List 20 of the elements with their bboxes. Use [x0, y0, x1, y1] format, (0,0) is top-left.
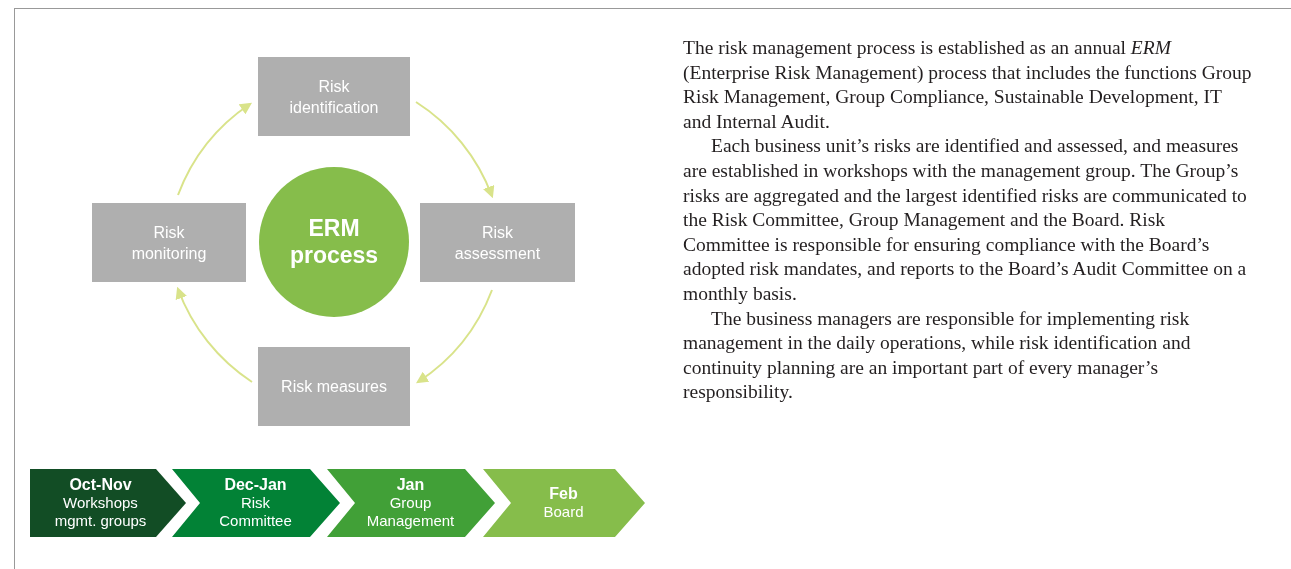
step-text: Board — [543, 503, 584, 521]
process-box: Risk assessment — [420, 203, 575, 282]
text-paragraph: The business managers are responsible for implementing risk management in the daily operations, while risk identification and continuity planning are an important part of every manager’s responsibility. — [683, 306, 1192, 405]
arrow — [176, 286, 253, 383]
step-text: Group Management — [365, 494, 456, 530]
center-circle: ERM process — [259, 167, 409, 317]
step-text: Workshops mgmt. groups — [53, 494, 148, 530]
text-paragraph: Each business unit’s risks are identified and assessed, and measures are established in workshops with the management group. The Group’s risks are aggregated and the largest identified risks are communicated to the Risk Committee, Group Management and the Board. Risk Committee is responsible for ensuring compliance with the Board’s adopted risk mandates, and reports to the Board’s Audit Committee on a monthly basis. — [683, 134, 1248, 306]
process-box: Risk monitoring — [92, 203, 246, 282]
period-heading: Jan — [396, 476, 425, 494]
text-paragraph: The risk management process is established as an annual ERM (Enterprise Risk Management) process that includes the functions Group Risk Management, Group Compliance, Sustainable Development, IT and Internal Audit. — [683, 36, 1253, 134]
period-heading: Feb — [549, 485, 578, 503]
process-box: Risk measures — [258, 347, 410, 426]
step-text: Risk Committee — [218, 494, 293, 530]
arrow — [415, 101, 494, 199]
arrow — [416, 289, 493, 384]
period-heading: Dec-Jan — [224, 476, 287, 494]
period-heading: Oct-Nov — [69, 476, 132, 494]
arrow — [177, 102, 252, 196]
process-box: Risk identification — [258, 57, 410, 136]
